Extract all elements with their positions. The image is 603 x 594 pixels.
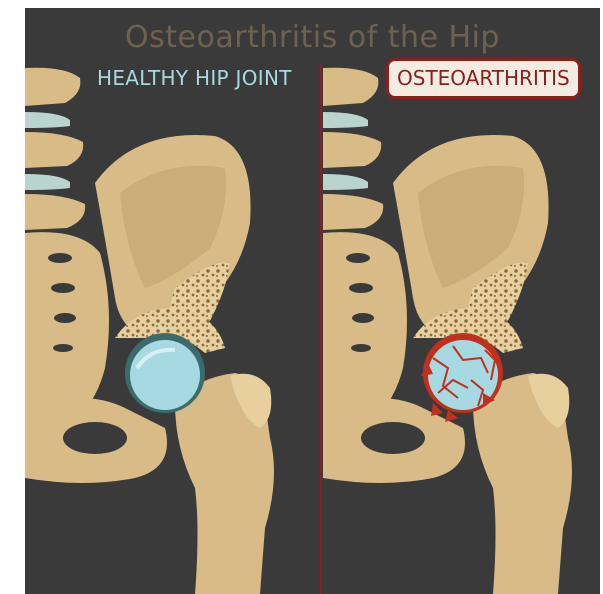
osteoarthritis-label: OSTEOARTHRITIS	[386, 58, 581, 99]
healthy-hip-drawing	[25, 68, 274, 594]
osteoarthritis-hip-drawing	[323, 68, 572, 594]
diagram-title: Osteoarthritis of the Hip	[25, 20, 600, 55]
illustration-canvas: Osteoarthritis of the Hip HEALTHY HIP JO…	[25, 8, 600, 594]
left-spine	[25, 68, 85, 230]
right-spine	[323, 68, 383, 230]
healthy-label: HEALTHY HIP JOINT	[97, 66, 292, 90]
